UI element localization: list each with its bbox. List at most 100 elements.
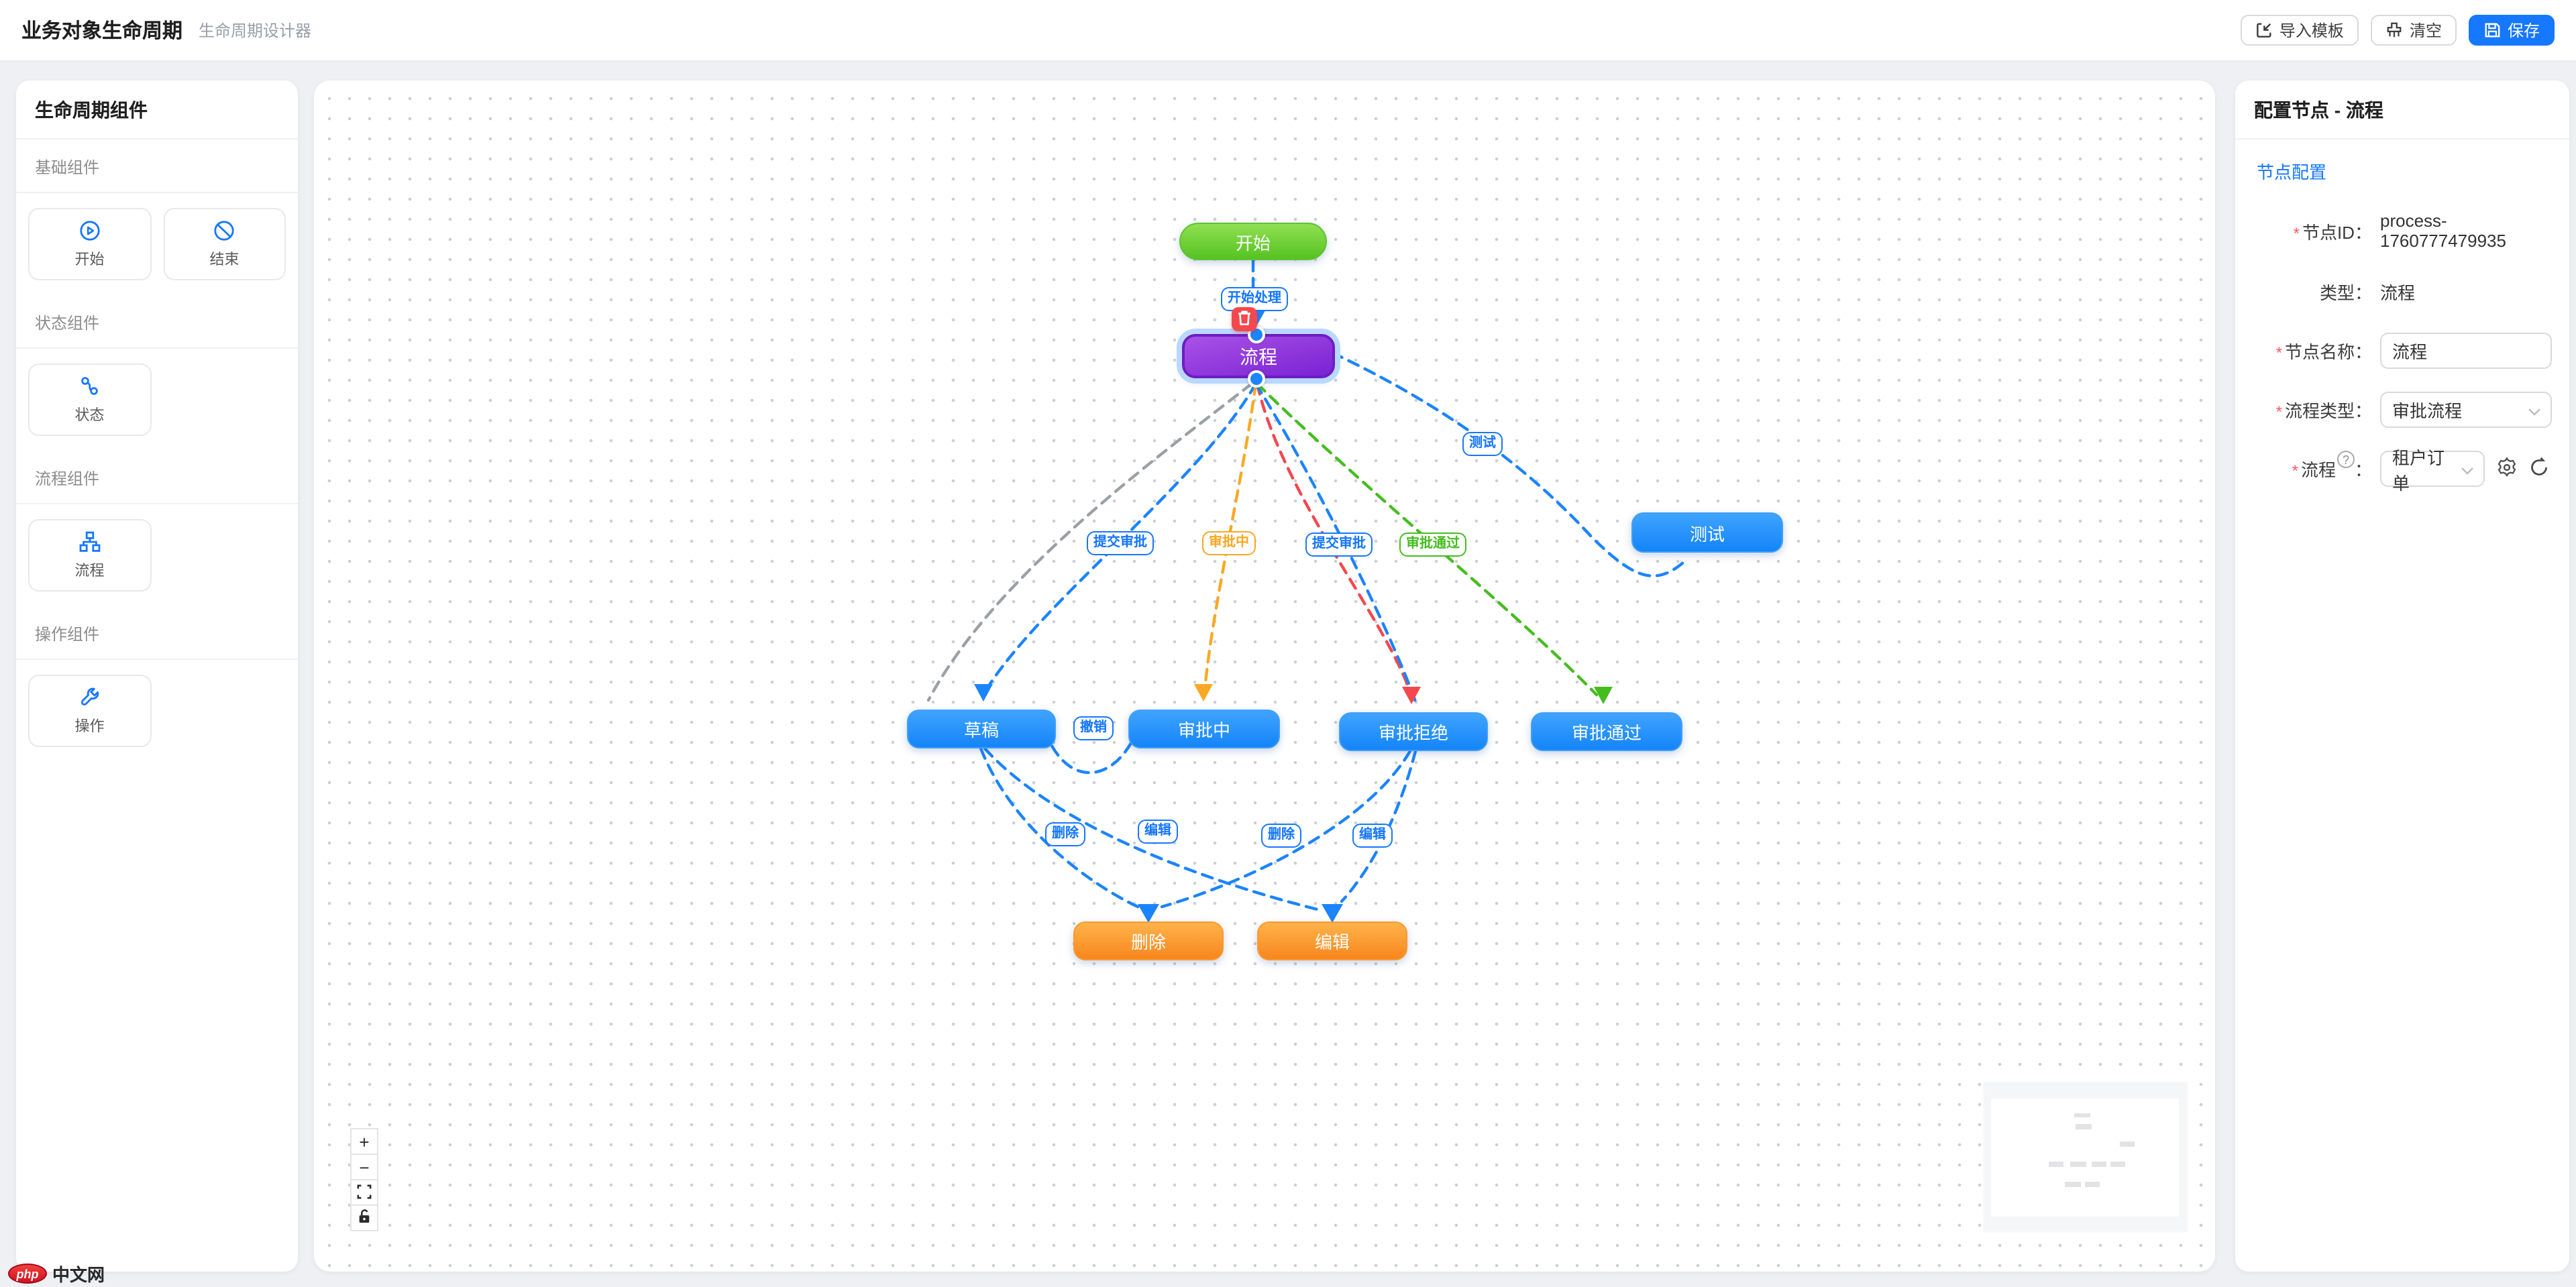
edge-draft-edit[interactable] — [983, 746, 1320, 911]
process-type-value: 审批流程 — [2392, 401, 2463, 421]
edge-label-start-process[interactable]: 开始处理 — [1221, 287, 1288, 311]
minimap-node — [2120, 1141, 2135, 1147]
edge-label-delete-2[interactable]: 删除 — [1261, 824, 1301, 848]
import-template-label: 导入模板 — [2279, 21, 2344, 40]
section-heading-operation: 操作组件 — [16, 606, 298, 660]
component-card-operation[interactable]: 操作 — [28, 675, 151, 747]
page-title: 业务对象生命周期 — [21, 20, 183, 43]
minimap-node — [2110, 1162, 2125, 1167]
minimap-node — [2049, 1162, 2063, 1167]
component-card-end[interactable]: 结束 — [163, 208, 286, 280]
config-panel: 配置节点 - 流程 节点配置 *节点ID： process-1760777479… — [2235, 80, 2569, 1272]
minimap-node — [2092, 1162, 2106, 1167]
trash-icon — [1237, 309, 1252, 329]
edge-label-submit-2[interactable]: 提交审批 — [1305, 533, 1373, 557]
node-name-input[interactable] — [2380, 333, 2552, 369]
node-draft[interactable]: 草稿 — [907, 710, 1056, 748]
edge-draft-delete[interactable] — [979, 746, 1140, 909]
node-id-value: process-1760777479935 — [2380, 211, 2506, 251]
sidebar-title: 生命周期组件 — [16, 80, 298, 139]
clear-button[interactable]: 清空 — [2370, 15, 2457, 46]
component-card-process[interactable]: 流程 — [28, 519, 151, 592]
component-sidebar: 生命周期组件 基础组件 开始 结束 状态组件 状态 流程组件 流程 — [16, 80, 298, 1272]
process-type-select[interactable]: 审批流程 — [2380, 392, 2552, 428]
minimap[interactable] — [1984, 1082, 2187, 1231]
field-label: *节点ID： — [2293, 222, 2372, 242]
refresh-button[interactable] — [2529, 456, 2549, 481]
minimap-node — [2085, 1182, 2100, 1187]
component-card-state[interactable]: 状态 — [28, 363, 151, 436]
edge-label-delete-1[interactable]: 删除 — [1045, 822, 1085, 846]
process-select[interactable]: 租户订单 — [2380, 447, 2485, 493]
header: 业务对象生命周期 生命周期设计器 导入模板 清空 保存 — [0, 0, 2576, 62]
php-logo: php — [8, 1264, 47, 1284]
edge-rejected-delete[interactable] — [1160, 749, 1412, 909]
minimap-node — [2074, 1113, 2090, 1117]
field-label: *流程类型： — [2275, 401, 2372, 421]
sitemap-icon — [79, 530, 101, 552]
minimap-node — [2076, 1124, 2092, 1129]
help-icon[interactable]: ? — [2337, 451, 2355, 468]
chevron-down-icon — [2528, 400, 2541, 420]
delete-edge-button[interactable] — [1232, 307, 1257, 331]
edge-label-edit-2[interactable]: 编辑 — [1352, 824, 1393, 848]
field-row-node-name: *节点名称： — [2243, 333, 2553, 369]
import-template-button[interactable]: 导入模板 — [2240, 15, 2359, 46]
minimap-node — [2070, 1162, 2086, 1167]
node-edit[interactable]: 编辑 — [1257, 921, 1407, 960]
process-settings-button[interactable] — [2497, 456, 2517, 481]
lock-button[interactable] — [350, 1205, 378, 1231]
node-approving[interactable]: 审批中 — [1128, 710, 1280, 748]
component-card-label: 流程 — [74, 563, 105, 579]
clear-icon — [2385, 21, 2403, 39]
edge-label-test[interactable]: 测试 — [1462, 432, 1503, 456]
watermark-text: 中文网 — [52, 1265, 105, 1285]
zoom-out-button[interactable]: − — [350, 1154, 378, 1180]
config-panel-title: 配置节点 - 流程 — [2235, 80, 2569, 139]
section-heading-process: 流程组件 — [16, 451, 298, 504]
minimap-viewport — [1991, 1099, 2179, 1217]
edge-label-edit-1[interactable]: 编辑 — [1138, 820, 1178, 844]
field-label: 类型： — [2319, 283, 2372, 303]
fit-view-icon — [357, 1182, 372, 1202]
field-row-node-id: *节点ID： process-1760777479935 — [2243, 211, 2553, 251]
component-card-label: 结束 — [209, 251, 239, 268]
edge-label-submit-1[interactable]: 提交审批 — [1087, 531, 1154, 555]
canvas-grid — [314, 80, 2215, 1272]
fit-view-button[interactable] — [350, 1179, 378, 1206]
config-panel-body: 节点配置 *节点ID： process-1760777479935 类型： 流程… — [2235, 139, 2569, 528]
port-process-bottom[interactable] — [1248, 370, 1265, 388]
zoom-in-button[interactable]: + — [350, 1128, 378, 1155]
component-card-start[interactable]: 开始 — [28, 208, 151, 280]
edge-label-approving[interactable]: 审批中 — [1202, 531, 1256, 555]
process-value: 租户订单 — [2392, 447, 2445, 493]
edge-process-test[interactable] — [1330, 351, 1686, 577]
watermark: php 中文网 — [8, 1261, 105, 1286]
node-approved[interactable]: 审批通过 — [1531, 712, 1682, 751]
node-test[interactable]: 测试 — [1631, 512, 1783, 553]
import-icon — [2255, 21, 2273, 39]
tab-node-config[interactable]: 节点配置 — [2257, 162, 2327, 182]
edge-process-approving[interactable] — [1203, 382, 1258, 691]
state-icon — [79, 375, 101, 396]
edge-label-revoke[interactable]: 撤销 — [1073, 716, 1114, 740]
node-rejected[interactable]: 审批拒绝 — [1339, 712, 1488, 751]
edge-gray[interactable] — [926, 382, 1254, 702]
edges-layer — [926, 258, 1686, 923]
section-cards-state: 状态 — [16, 349, 298, 451]
canvas-controls: + − — [350, 1128, 378, 1231]
node-delete[interactable]: 删除 — [1073, 921, 1224, 960]
edge-blue-rejected[interactable] — [1254, 382, 1419, 708]
node-start[interactable]: 开始 — [1179, 223, 1327, 260]
play-circle-icon — [79, 219, 101, 241]
required-asterisk: * — [2293, 223, 2300, 242]
edge-revoke[interactable] — [1050, 741, 1133, 775]
edge-label-approved[interactable]: 审批通过 — [1399, 533, 1466, 557]
save-button[interactable]: 保存 — [2468, 15, 2555, 46]
field-label: *流程?： — [2243, 451, 2372, 482]
component-card-label: 状态 — [74, 407, 105, 423]
flow-canvas[interactable]: 开始 流程 测试 草稿 审批中 审批拒绝 审批通过 删除 编辑 开始处理 测试 … — [314, 80, 2215, 1272]
save-icon — [2483, 21, 2501, 39]
field-row-process: *流程?： 租户订单 — [2243, 447, 2553, 493]
ban-icon — [214, 219, 235, 241]
